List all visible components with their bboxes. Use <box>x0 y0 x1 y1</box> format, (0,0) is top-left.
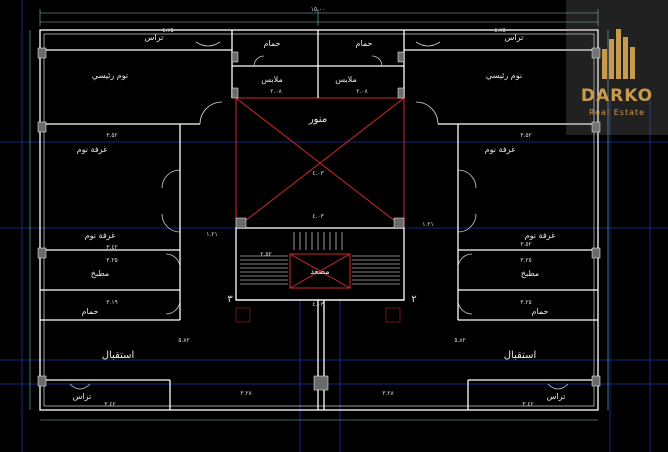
doors <box>69 41 569 390</box>
dim-room-lower-left: ٣.٤٢ <box>106 244 118 251</box>
dim-bath-lower-left: ٣.١٩ <box>106 299 118 306</box>
room-label-master-bedroom-left: نوم رئيسي <box>92 71 128 80</box>
logo-subtitle: Real Estate <box>588 108 646 117</box>
apartment-markers: ٣ ٢ <box>227 294 416 305</box>
room-label-kitchen-right: مطبخ <box>521 269 539 278</box>
room-label-terrace-bottom-left: تراس <box>73 392 92 401</box>
dimension-lines <box>29 9 609 421</box>
dim-bottom-mid-left: ٣.٢٨ <box>240 390 252 397</box>
dim-shaft: ٤.٠٣ <box>312 170 324 177</box>
logo-name: DARKO <box>580 86 654 106</box>
room-label-master-bedroom-right: نوم رئيسي <box>486 71 522 80</box>
dim-reception-left: ٥.٨٢ <box>178 337 190 344</box>
room-label-bedroom-upper-right: غرفة نوم <box>485 145 516 154</box>
dim-shaft-bottom: ٤.٠٣ <box>312 213 324 220</box>
dim-clothes-left: ٢.٠٨ <box>270 88 282 95</box>
room-label-bedroom-lower-right: غرفة نوم <box>525 231 556 240</box>
room-label-bath-top-left: حمام <box>264 39 281 48</box>
room-label-kitchen-left: مطبخ <box>91 269 109 278</box>
dim-bath-lower-right: ٣.٢٥ <box>520 299 532 306</box>
dim-kitchen-left: ٣.٢٥ <box>106 257 118 264</box>
room-labels: تراس تراس حمام حمام ملابس ملابس نوم رئيس… <box>73 33 566 401</box>
dim-terrace-bottom-right: ٣.٤٢ <box>522 401 534 408</box>
dim-kitchen-right: ٣.٢٥ <box>520 257 532 264</box>
room-label-clothes-left: ملابس <box>261 75 282 84</box>
dim-room-lower-right: ٣.٥٢ <box>520 241 532 248</box>
room-label-bedroom-upper-left: غرفة نوم <box>77 145 108 154</box>
shaft-hatch <box>235 97 405 289</box>
dim-reception-right: ٥.٨٢ <box>454 337 466 344</box>
room-label-reception-left: استقبال <box>102 350 135 361</box>
dim-clothes-right: ٢.٠٨ <box>356 88 368 95</box>
room-label-clothes-right: ملابس <box>335 75 356 84</box>
apartment-number-left: ٣ <box>227 294 233 305</box>
room-label-shaft: منور <box>308 114 327 125</box>
dim-room-upper-left: ٣.٥٢ <box>106 132 118 139</box>
apartment-number-right: ٢ <box>411 294 416 305</box>
dim-terrace-top-left: ٤.٧٥ <box>162 27 174 34</box>
watermark-logo: DARKO Real Estate <box>566 0 668 135</box>
dim-stair: ٤.٠٣ <box>312 301 324 308</box>
stairs <box>240 232 400 285</box>
dim-terrace-top-right: ٤.٧٥ <box>494 27 506 34</box>
dim-top-total: ١٥.٠٠ <box>311 6 326 13</box>
dim-stair-note: ٢.٥٢ <box>260 251 272 258</box>
dim-room-upper-right: ٣.٥٢ <box>520 132 532 139</box>
dim-bottom-mid-right: ٣.٢٨ <box>382 390 394 397</box>
room-label-bath-lower-left: حمام <box>82 307 99 316</box>
room-label-terrace-bottom-right: تراس <box>547 392 566 401</box>
room-label-bath-lower-right: حمام <box>532 307 549 316</box>
columns <box>37 47 601 391</box>
room-label-bedroom-lower-left: غرفة نوم <box>85 231 116 240</box>
room-label-terrace-top-left: تراس <box>145 33 164 42</box>
building-logo-icon <box>602 29 635 79</box>
room-label-bath-top-right: حمام <box>356 39 373 48</box>
walls <box>39 29 599 411</box>
dim-terrace-bottom-left: ٣.٤٢ <box>104 401 116 408</box>
room-label-reception-right: استقبال <box>504 350 537 361</box>
dimension-labels: ١٥.٠٠ ٤.٧٥ ٤.٧٥ ٢.٠٨ ٢.٠٨ ٣.٥٢ ٣.٥٢ ٤.٠٣… <box>104 6 534 408</box>
dim-side-right: ١.٢١ <box>422 221 434 228</box>
dim-side-left: ١.٢١ <box>206 231 218 238</box>
room-label-elevator: مصعد <box>310 267 329 276</box>
room-label-terrace-top-right: تراس <box>505 33 524 42</box>
